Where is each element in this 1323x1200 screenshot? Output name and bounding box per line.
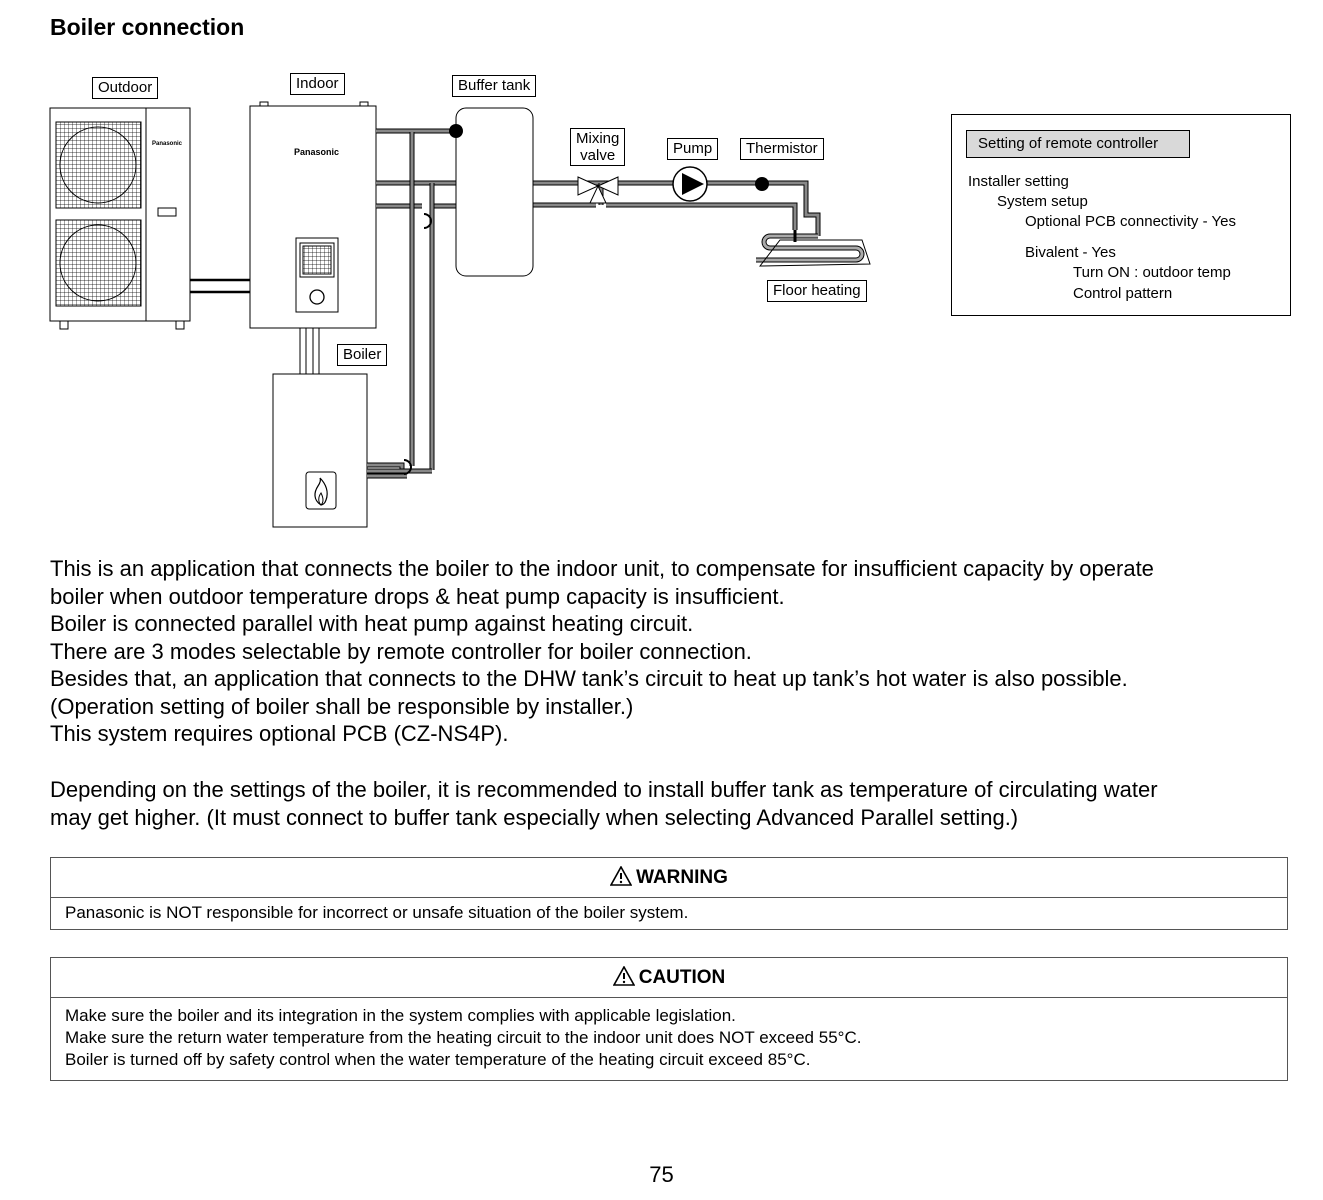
caution-triangle-icon (612, 965, 636, 986)
warning-triangle-icon (609, 865, 633, 886)
thermistor-symbol (755, 177, 769, 191)
warning-line: Panasonic is NOT responsible for incorre… (65, 903, 689, 922)
body-line: Depending on the settings of the boiler,… (50, 777, 1158, 802)
label-mixing-valve: Mixing valve (570, 128, 626, 166)
caution-line: Make sure the return water temperature f… (65, 1028, 862, 1047)
caution-box: CAUTION Make sure the boiler and its int… (50, 957, 1288, 1081)
setting-line: Control pattern (1073, 285, 1173, 302)
label-mixing-valve-line2: valve (580, 147, 616, 164)
setting-line: Bivalent - Yes (1025, 244, 1116, 261)
body-line: This is an application that connects the… (50, 556, 1154, 581)
caution-line: Make sure the boiler and its integration… (65, 1006, 736, 1025)
body-line: may get higher. (It must connect to buff… (50, 804, 1019, 830)
warning-title: WARNING (636, 867, 728, 888)
body-line: Boiler is connected parallel with heat p… (50, 611, 694, 636)
setting-line: Optional PCB connectivity - Yes (1025, 213, 1236, 230)
body-line: There are 3 modes selectable by remote c… (50, 638, 752, 664)
caution-lines: Make sure the boiler and its integration… (51, 998, 1287, 1071)
indoor-brand-text: Panasonic (294, 147, 339, 157)
body-line: This system requires optional PCB (CZ-NS… (50, 721, 509, 746)
setting-line: System setup (997, 193, 1088, 210)
body-line: boiler when outdoor temperature drops & … (50, 583, 785, 609)
label-buffer-tank: Buffer tank (452, 75, 537, 97)
buffer-tank (449, 107, 534, 277)
warning-box: WARNING Panasonic is NOT responsible for… (50, 857, 1288, 930)
caution-line: Boiler is turned off by safety control w… (65, 1050, 811, 1069)
boiler-connection-diagram: Panasonic Panasonic (49, 101, 871, 528)
pump-symbol (672, 166, 708, 202)
warning-header: WARNING (51, 858, 1287, 898)
indoor-unit: Panasonic (249, 101, 377, 329)
label-boiler: Boiler (337, 344, 388, 366)
body-line: Besides that, an application that connec… (50, 666, 1128, 691)
mixing-valve-symbol (577, 176, 619, 204)
caution-title: CAUTION (638, 967, 726, 988)
label-pump: Pump (667, 138, 719, 160)
remote-settings-box: Setting of remote controller Installer s… (951, 114, 1291, 316)
label-thermistor: Thermistor (740, 138, 824, 160)
label-indoor: Indoor (290, 73, 345, 95)
water-pipes (367, 128, 821, 479)
setting-line: Installer setting (968, 173, 1069, 190)
body-line: (Operation setting of boiler shall be re… (50, 693, 634, 719)
floor-heating-symbol (756, 230, 871, 267)
refrigerant-pipes (190, 278, 250, 294)
outdoor-unit: Panasonic (49, 107, 191, 330)
label-mixing-valve-line1: Mixing (576, 130, 620, 147)
settings-header: Setting of remote controller (966, 130, 1190, 158)
outdoor-brand-text: Panasonic (152, 141, 183, 147)
page-title: Boiler connection (50, 14, 245, 40)
body-paragraph-1: This is an application that connects the… (50, 555, 1154, 748)
label-outdoor: Outdoor (92, 77, 159, 99)
label-floor-heating: Floor heating (767, 280, 867, 302)
page-number: 75 (649, 1162, 674, 1187)
body-paragraph-2: Depending on the settings of the boiler,… (50, 776, 1158, 831)
setting-line: Turn ON : outdoor temp (1073, 264, 1231, 281)
boiler-unit (272, 327, 368, 528)
caution-header: CAUTION (51, 958, 1287, 998)
